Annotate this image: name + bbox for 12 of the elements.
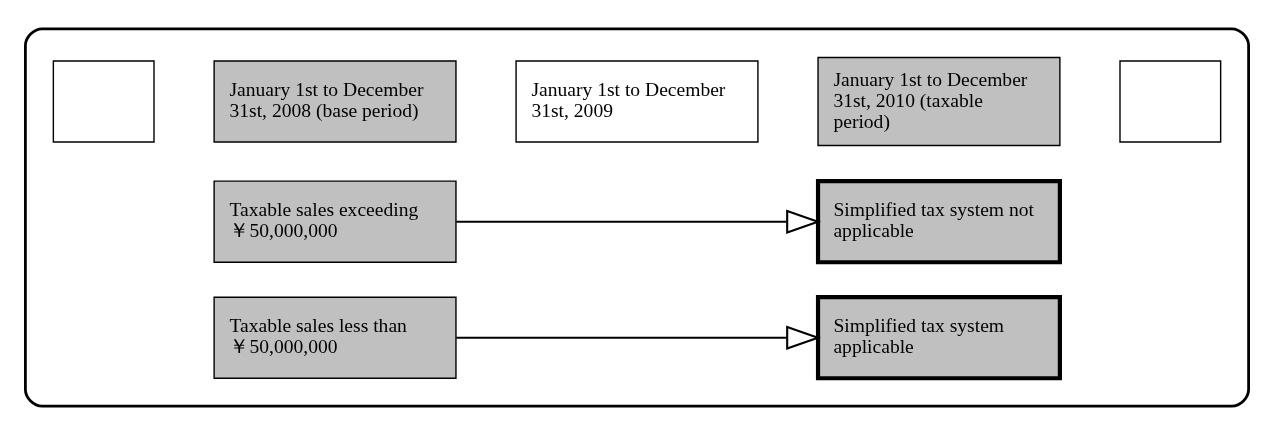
node-box: January 1st to December 31st, 2008 (base period) — [213, 59, 457, 143]
arrow — [456, 325, 822, 350]
node-box: Taxable sales exceeding ￥50,000,000 — [213, 179, 457, 263]
node-box: Taxable sales less than ￥50,000,000 — [213, 296, 457, 379]
arrow — [456, 208, 822, 234]
node-box: January 1st to December 31st, 2010 (taxable period) — [817, 56, 1061, 146]
cluster — [24, 26, 1250, 408]
node-box: January 1st to December 31st, 2009 — [515, 59, 759, 143]
node-box — [52, 59, 155, 143]
node-box — [1119, 59, 1222, 143]
node-box: Simplified tax system not applicable — [815, 178, 1062, 264]
node-box: Simplified tax system applicable — [815, 294, 1062, 380]
